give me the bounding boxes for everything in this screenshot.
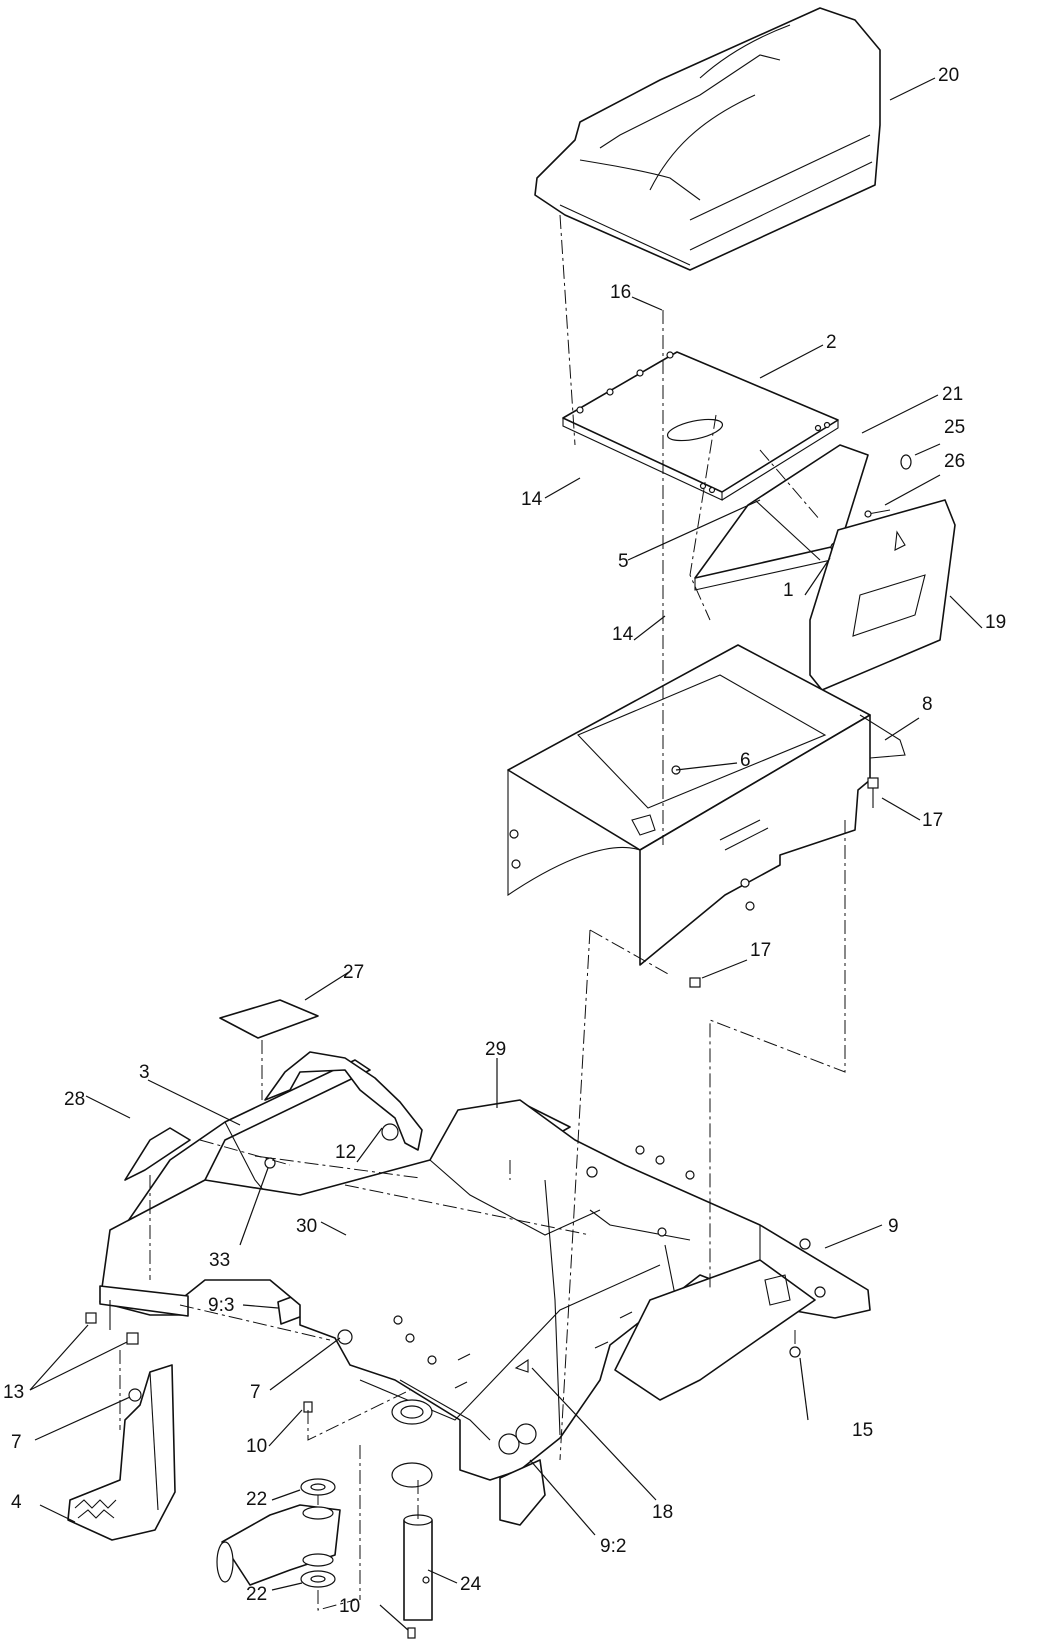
callout-20: 20 <box>938 65 959 86</box>
callout-33: 33 <box>209 1250 230 1271</box>
callout-8: 8 <box>922 694 933 715</box>
callout-17: 17 <box>922 810 943 831</box>
seat-mount-box-part-8 <box>507 644 906 966</box>
callout-13: 13 <box>3 1382 24 1403</box>
knob-part-12 <box>381 1123 399 1141</box>
callout-2: 2 <box>826 332 837 353</box>
callout-28: 28 <box>64 1089 85 1110</box>
pin-part-24 <box>403 1514 433 1621</box>
callout-12: 12 <box>335 1142 356 1163</box>
main-frame-part-9 <box>99 1099 871 1526</box>
callout-labels: 20 16 2 21 25 26 14 5 1 19 14 8 6 17 17 … <box>3 65 1006 1617</box>
callout-4: 4 <box>11 1492 22 1513</box>
cover-plate-part-19 <box>809 499 956 691</box>
callout-1: 1 <box>783 580 794 601</box>
assembly-centerlines <box>119 214 846 1611</box>
callout-5: 5 <box>618 551 629 572</box>
bolt-part-17-lower <box>689 977 701 988</box>
callout-7: 7 <box>250 1382 261 1403</box>
callout-24: 24 <box>460 1574 482 1595</box>
fitting-part-18 <box>514 1358 529 1373</box>
callout-22: 22 <box>246 1489 267 1510</box>
step-part-4 <box>67 1364 176 1541</box>
callout-19: 19 <box>985 612 1006 633</box>
callout-10: 10 <box>339 1596 360 1617</box>
callout-25: 25 <box>944 417 965 438</box>
callout-15: 15 <box>852 1420 873 1441</box>
callout-26: 26 <box>944 451 965 472</box>
bolt-part-17 <box>867 777 879 808</box>
callout-9-2: 9:2 <box>600 1536 626 1557</box>
washer-part-22-lower <box>300 1570 336 1588</box>
plate-part-28 <box>124 1127 191 1181</box>
hardware-part-25 <box>900 454 912 470</box>
fitting-part-10-lower <box>407 1627 416 1639</box>
callout-3: 3 <box>139 1062 150 1083</box>
callout-29: 29 <box>485 1039 506 1060</box>
callout-9-3: 9:3 <box>208 1295 234 1316</box>
callout-21: 21 <box>942 384 963 405</box>
callout-22: 22 <box>246 1584 267 1605</box>
callout-9: 9 <box>888 1216 899 1237</box>
callout-30: 30 <box>296 1216 317 1237</box>
callout-10: 10 <box>246 1436 267 1457</box>
nut-part-33 <box>264 1157 276 1169</box>
hardware-part-26 <box>864 509 891 518</box>
bolts-part-13 <box>85 1312 139 1345</box>
leader-lines <box>29 77 983 1631</box>
plate-part-27 <box>219 999 319 1039</box>
callout-6: 6 <box>740 750 751 771</box>
seat-part-20 <box>534 7 881 271</box>
seat-plate-part-2 <box>562 351 839 501</box>
washer-part-22-upper <box>300 1478 336 1496</box>
callout-7: 7 <box>11 1432 22 1453</box>
callout-14: 14 <box>521 489 543 510</box>
frame-bracket-left <box>99 1285 189 1330</box>
callout-27: 27 <box>343 962 364 983</box>
washer-part-7 <box>337 1329 353 1345</box>
nut-part-15 <box>789 1346 801 1358</box>
callout-17: 17 <box>750 940 771 961</box>
callout-16: 16 <box>610 282 631 303</box>
pivot-spindle <box>216 1504 341 1586</box>
callout-14: 14 <box>612 624 634 645</box>
callout-18: 18 <box>652 1502 673 1523</box>
